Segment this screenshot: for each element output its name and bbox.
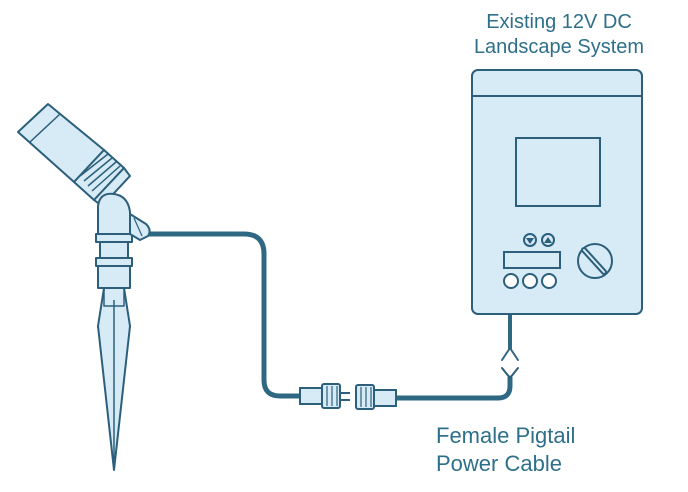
control-button-1[interactable] (503, 273, 519, 289)
triangle-up-icon[interactable] (541, 233, 555, 247)
cable-label-line2: Power Cable (436, 450, 562, 476)
stem-collar (97, 265, 131, 289)
transformer-window (515, 137, 601, 207)
cable-gland (129, 213, 151, 241)
control-button-3[interactable] (541, 273, 557, 289)
pigtail-leads (501, 367, 519, 379)
dial-knob[interactable] (577, 243, 613, 279)
pigtail-wire (393, 375, 513, 401)
transformer-label: Existing 12V DC Landscape System (452, 10, 666, 60)
transformer-label-line1: Existing 12V DC (486, 11, 632, 33)
transformer-leads (501, 312, 519, 361)
cable-label: Female Pigtail Power Cable (436, 422, 676, 477)
spotlight-fixture (17, 103, 151, 471)
triangle-down-icon[interactable] (523, 233, 537, 247)
female-connector (355, 384, 397, 410)
transformer-label-line2: Landscape System (473, 36, 645, 58)
knuckle-collar (95, 233, 133, 243)
stem-coupling (95, 257, 133, 267)
timer-display (503, 251, 561, 269)
male-connector (299, 383, 350, 409)
cable-label-line1: Female Pigtail (436, 423, 576, 448)
transformer-box (471, 69, 643, 315)
swivel-knuckle (97, 192, 131, 237)
power-cable (145, 231, 513, 401)
fixture-lead-wire (145, 231, 305, 399)
control-button-2[interactable] (522, 273, 538, 289)
